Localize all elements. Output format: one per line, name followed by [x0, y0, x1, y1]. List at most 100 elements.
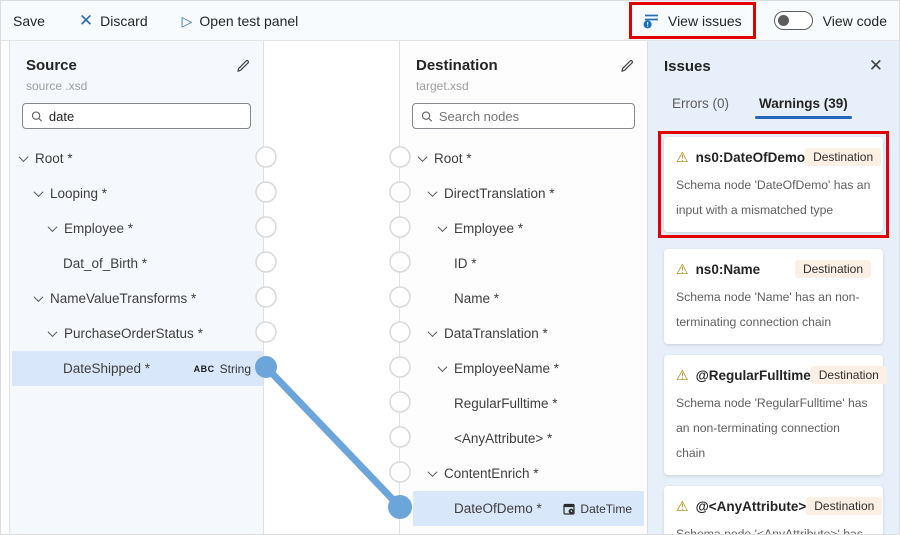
source-node-namevaluetransforms[interactable]: NameValueTransforms *: [12, 281, 263, 316]
chevron-down-icon[interactable]: [417, 152, 428, 163]
chevron-down-icon[interactable]: [427, 467, 438, 478]
tree-node-label: Dat_of_Birth *: [63, 256, 148, 271]
save-button[interactable]: Save: [11, 9, 47, 33]
warning-triangle-icon: ⚠: [676, 498, 689, 514]
connection-point[interactable]: [389, 251, 411, 273]
destination-node-anyattribute[interactable]: <AnyAttribute> *: [413, 421, 644, 456]
tree-node-label: DateOfDemo *: [454, 501, 542, 516]
connection-point[interactable]: [389, 356, 411, 378]
destination-node-contentenrich[interactable]: ContentEnrich *: [413, 456, 644, 491]
connection-point[interactable]: [255, 286, 277, 308]
chevron-down-icon[interactable]: [47, 327, 58, 338]
warning-triangle-icon: ⚠: [676, 149, 689, 165]
tree-node-label: ContentEnrich *: [444, 466, 539, 481]
connection-point[interactable]: [389, 181, 411, 203]
close-icon[interactable]: ✕: [868, 56, 883, 75]
source-node-purchaseorderstatus[interactable]: PurchaseOrderStatus *: [12, 316, 263, 351]
mapping-canvas[interactable]: [264, 41, 399, 534]
warning-card-dateofdemo[interactable]: ⚠ ns0:DateOfDemo Destination Schema node…: [664, 137, 883, 232]
warning-card-regularfulltime[interactable]: ⚠ @RegularFulltime Destination Schema no…: [664, 355, 887, 475]
connection-point[interactable]: [255, 181, 277, 203]
source-node-dateshipped[interactable]: DateShipped * ABC String: [12, 351, 263, 386]
warning-card-anyattribute[interactable]: ⚠ @<AnyAttribute> Destination Schema nod…: [664, 486, 883, 534]
pencil-icon: [621, 59, 633, 72]
source-schema-filename: source .xsd: [26, 79, 88, 93]
connection-point[interactable]: [389, 321, 411, 343]
node-type-badge: DateTime: [563, 502, 632, 516]
source-search-box: [22, 103, 251, 129]
warning-card-name[interactable]: ⚠ ns0:Name Destination Schema node 'Name…: [664, 249, 883, 344]
source-panel-title: Source: [26, 57, 77, 74]
destination-badge: Destination: [810, 366, 887, 384]
destination-node-datatranslation[interactable]: DataTranslation *: [413, 316, 644, 351]
issues-list-icon: [643, 14, 658, 29]
warning-title: @RegularFulltime: [695, 367, 811, 383]
tree-node-label: Root *: [35, 151, 73, 166]
destination-panel-header: Destination target.xsd: [400, 41, 647, 94]
mapper-main-area: Source source .xsd: [1, 41, 899, 534]
connection-point[interactable]: [389, 216, 411, 238]
connection-point[interactable]: [389, 391, 411, 413]
chevron-down-icon[interactable]: [437, 362, 448, 373]
toggle-knob: [777, 15, 789, 26]
source-node-employee[interactable]: Employee *: [12, 211, 263, 246]
active-connection-point-source[interactable]: [255, 356, 277, 378]
destination-node-dateofdemo[interactable]: DateOfDemo * DateTime: [413, 491, 644, 526]
tab-warnings[interactable]: Warnings (39): [751, 91, 856, 119]
tree-node-label: RegularFulltime *: [454, 396, 558, 411]
connection-point[interactable]: [255, 216, 277, 238]
chevron-down-icon[interactable]: [33, 187, 44, 198]
destination-panel: Destination target.xsd: [399, 41, 648, 534]
discard-button[interactable]: ✕ Discard: [77, 9, 150, 33]
connections-overlay: [255, 146, 412, 519]
source-node-dat-of-birth[interactable]: Dat_of_Birth *: [12, 246, 263, 281]
connection-point[interactable]: [389, 461, 411, 483]
chevron-down-icon[interactable]: [427, 327, 438, 338]
source-panel: Source source .xsd: [9, 41, 264, 534]
mapping-connection-line[interactable]: [263, 364, 403, 510]
destination-node-id[interactable]: ID *: [413, 246, 644, 281]
edit-destination-schema-button[interactable]: [619, 58, 635, 74]
destination-node-name[interactable]: Name *: [413, 281, 644, 316]
active-connection-point-destination[interactable]: [388, 495, 412, 519]
source-search-input[interactable]: [48, 108, 242, 124]
connection-point[interactable]: [389, 146, 411, 168]
connection-point[interactable]: [389, 426, 411, 448]
source-node-root[interactable]: Root *: [12, 141, 263, 176]
pencil-icon: [237, 59, 249, 72]
save-button-label: Save: [13, 12, 45, 29]
destination-node-root[interactable]: Root *: [413, 141, 644, 176]
chevron-down-icon[interactable]: [18, 152, 29, 163]
connection-point[interactable]: [255, 146, 277, 168]
play-outline-icon: ▷: [181, 12, 193, 29]
open-test-panel-button[interactable]: ▷ Open test panel: [180, 9, 301, 33]
discard-button-label: Discard: [100, 12, 148, 29]
connection-point[interactable]: [389, 286, 411, 308]
destination-node-employeename[interactable]: EmployeeName *: [413, 351, 644, 386]
source-node-looping[interactable]: Looping *: [12, 176, 263, 211]
tree-node-label: DirectTranslation *: [444, 186, 555, 201]
tab-errors[interactable]: Errors (0): [672, 96, 729, 111]
view-issues-button[interactable]: View issues: [641, 8, 744, 33]
tree-node-label: <AnyAttribute> *: [454, 431, 553, 446]
tree-node-label: Root *: [434, 151, 472, 166]
datetime-icon: [563, 503, 576, 515]
connection-point[interactable]: [255, 251, 277, 273]
left-gutter: [1, 41, 9, 534]
chevron-down-icon[interactable]: [427, 187, 438, 198]
warnings-list: ⚠ ns0:DateOfDemo Destination Schema node…: [658, 131, 889, 534]
node-type-badge: ABC String: [194, 362, 251, 376]
chevron-down-icon[interactable]: [47, 222, 58, 233]
warning-description: Schema node 'DateOfDemo' has an input wi…: [676, 178, 871, 217]
edit-source-schema-button[interactable]: [235, 58, 251, 74]
destination-node-employee[interactable]: Employee *: [413, 211, 644, 246]
connection-point[interactable]: [255, 321, 277, 343]
destination-node-directtranslation[interactable]: DirectTranslation *: [413, 176, 644, 211]
warning-triangle-icon: ⚠: [676, 261, 689, 277]
chevron-down-icon[interactable]: [33, 292, 44, 303]
search-icon: [31, 110, 43, 122]
destination-node-regularfulltime[interactable]: RegularFulltime *: [413, 386, 644, 421]
destination-search-input[interactable]: [438, 108, 626, 124]
view-code-toggle[interactable]: [773, 11, 813, 30]
chevron-down-icon[interactable]: [437, 222, 448, 233]
